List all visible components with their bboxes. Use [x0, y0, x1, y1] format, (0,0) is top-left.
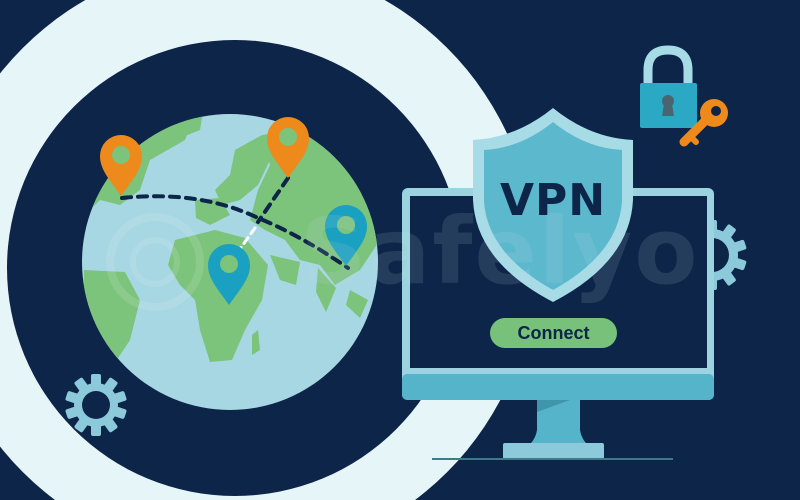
map-pin-icon: [208, 244, 250, 305]
map-pin-icon: [267, 117, 309, 178]
lock-icon: [640, 45, 697, 128]
key-icon: [679, 99, 728, 147]
shield-icon: [473, 108, 633, 302]
connect-button[interactable]: Connect: [490, 318, 617, 348]
connection-routes: [120, 176, 350, 270]
map-pin-icon: [100, 135, 142, 196]
vpn-shield-label: VPN: [499, 175, 607, 226]
gear-icon: [65, 374, 127, 436]
map-pin-icon: [325, 205, 367, 266]
